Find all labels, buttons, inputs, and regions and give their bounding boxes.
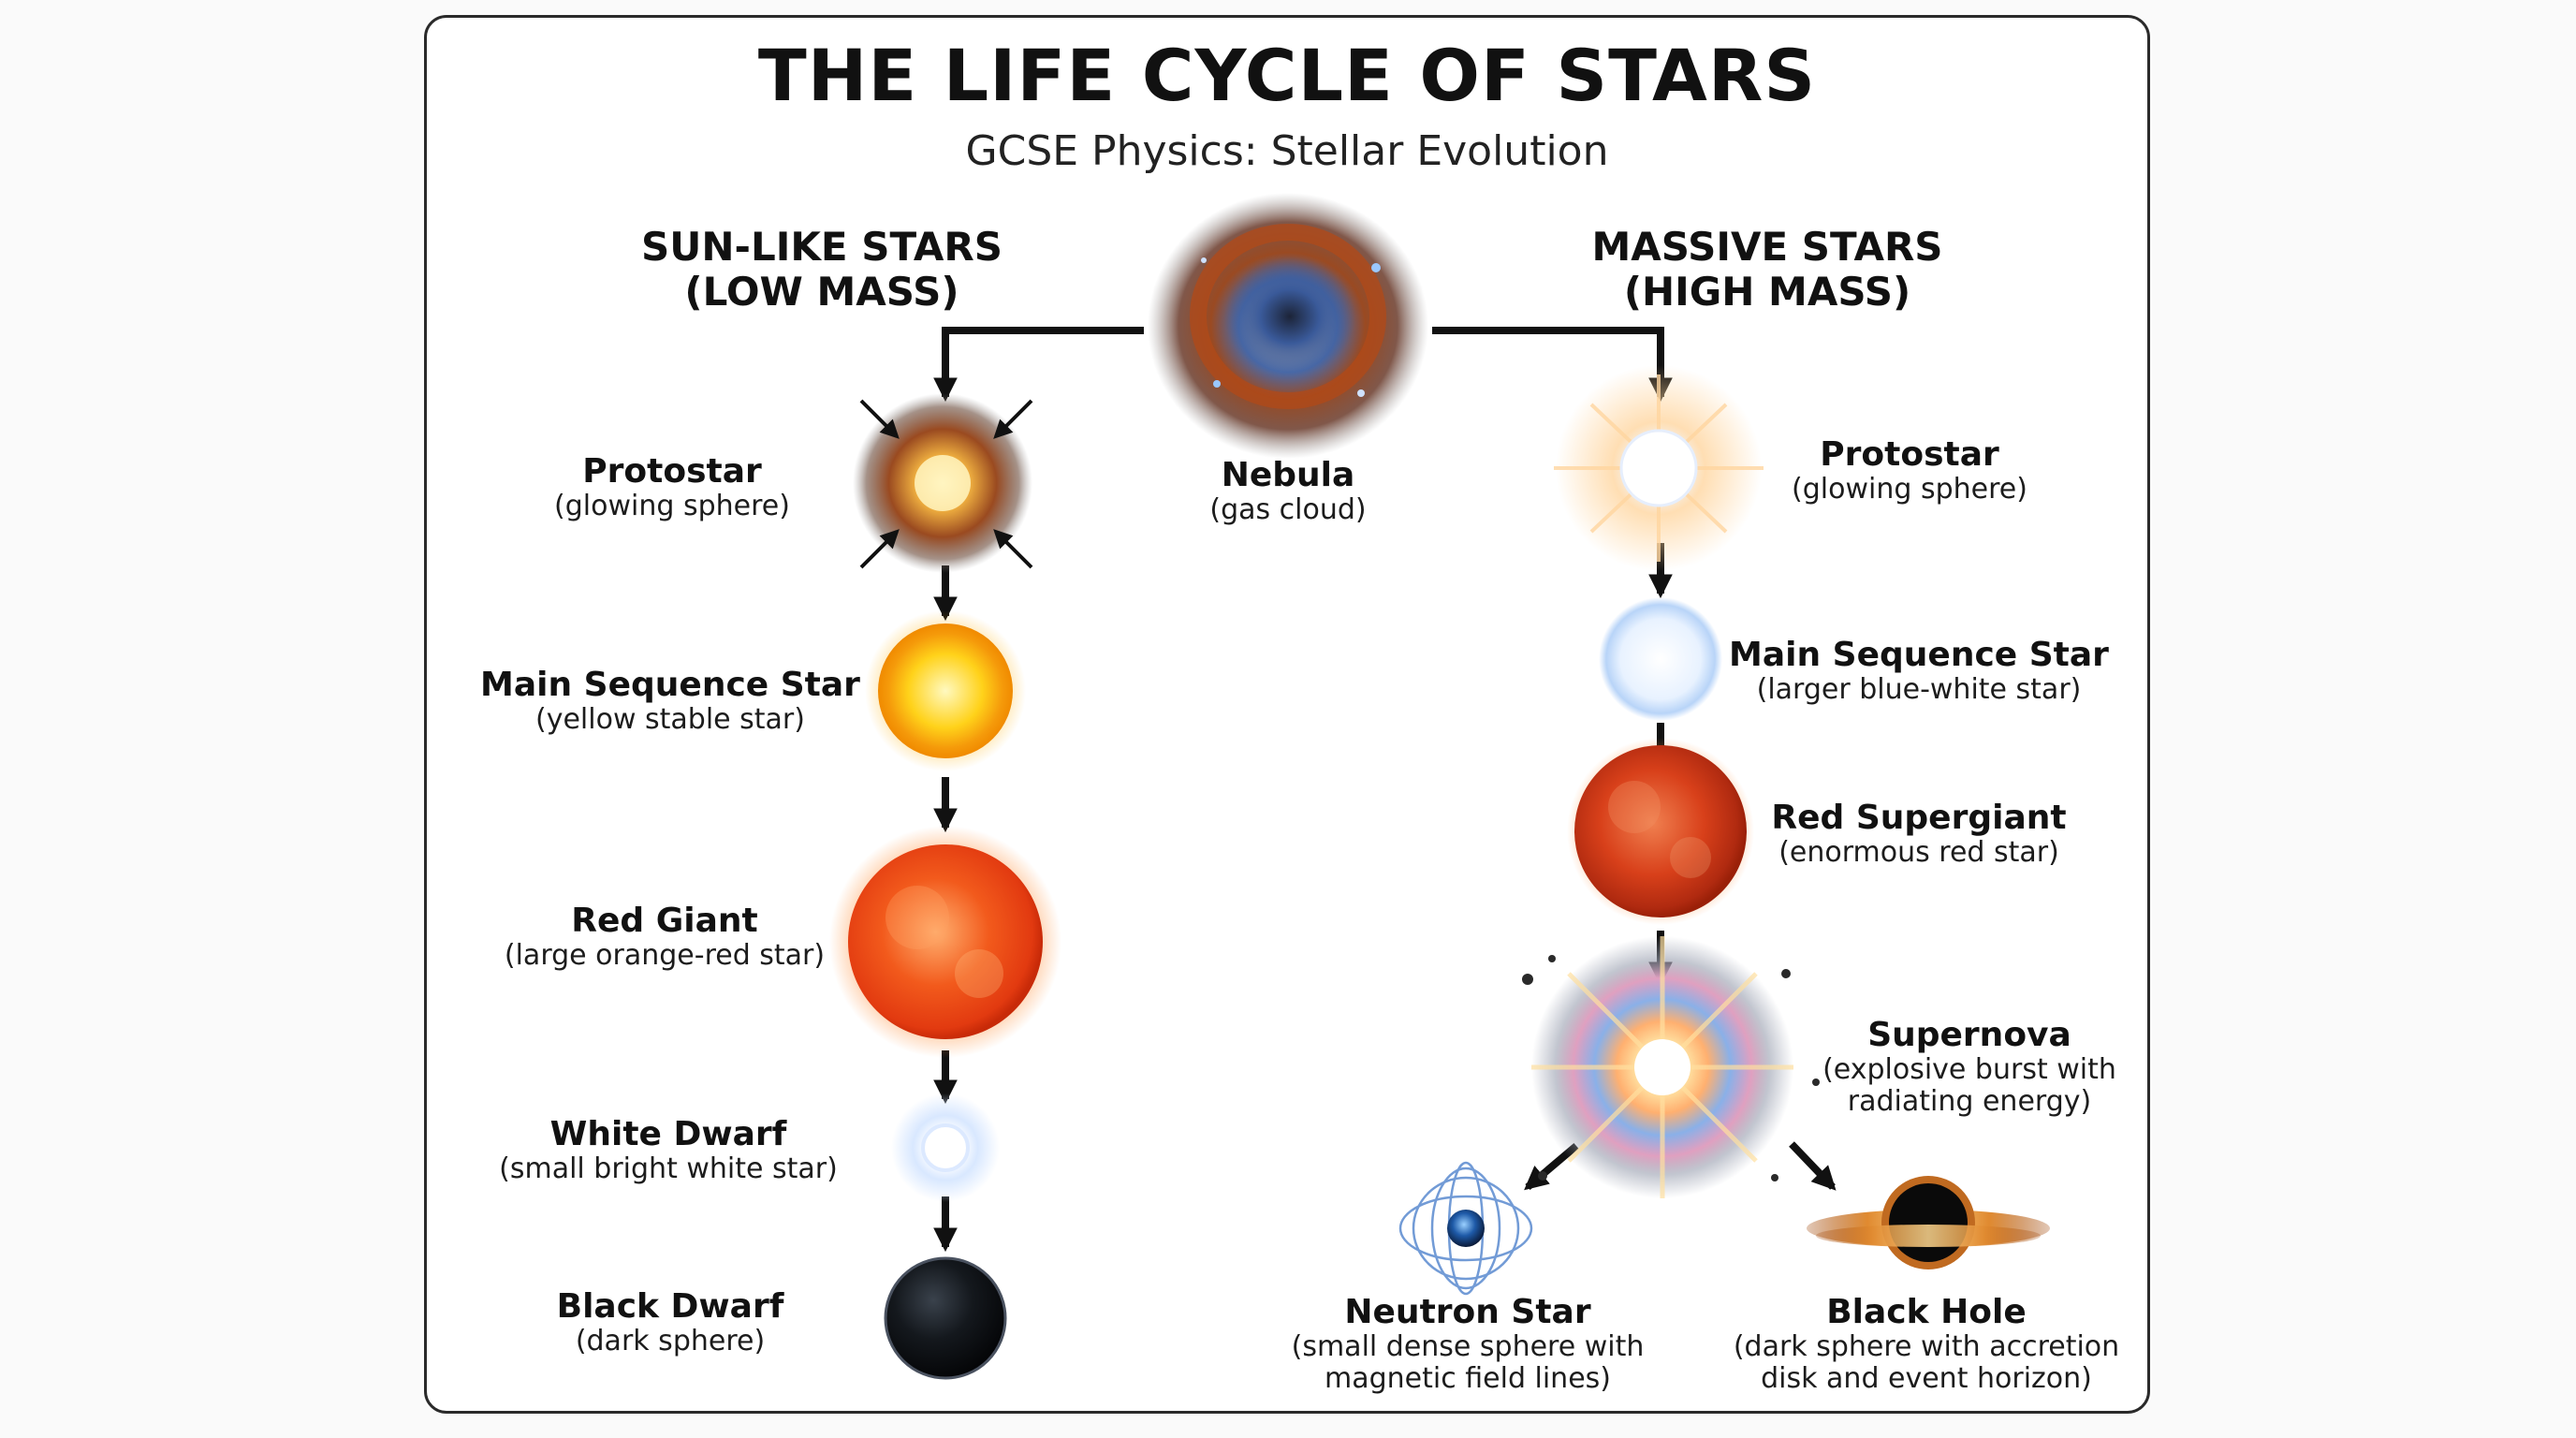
stage-name: Protostar: [582, 452, 762, 491]
stage-label-red-supergiant: Red Supergiant (enormous red star): [1676, 800, 2162, 869]
stage-name: Supernova: [1867, 1016, 2071, 1054]
stage-name: Main Sequence Star: [1729, 636, 2109, 674]
stage-desc: (explosive burst with: [1822, 1053, 2116, 1086]
stage-desc: (small dense sphere with: [1291, 1330, 1645, 1363]
stage-desc: (large orange-red star): [504, 939, 826, 972]
white-dwarf-icon: [891, 1093, 1000, 1202]
protostar-icon: [853, 393, 1033, 573]
stage-desc: (enormous red star): [1778, 836, 2059, 869]
stage-name: White Dwarf: [549, 1115, 787, 1153]
stage-name: Red Giant: [571, 902, 758, 940]
black-hole-icon: [1807, 1176, 2050, 1269]
stage-desc-line2: disk and event horizon): [1761, 1362, 2092, 1395]
stage-label-black-hole: Black Hole (dark sphere with accretion d…: [1683, 1294, 2170, 1395]
stage-name: Nebula: [1221, 456, 1355, 494]
stage-label-high-main-sequence: Main Sequence Star (larger blue-white st…: [1676, 637, 2162, 706]
branch-heading-high-line1: MASSIVE STARS: [1591, 224, 1943, 270]
supernova-icon: [1522, 936, 1820, 1198]
branch-heading-low-mass: SUN-LIKE STARS (LOW MASS): [541, 225, 1103, 315]
stage-name: Black Dwarf: [556, 1287, 784, 1326]
stage-label-white-dwarf: White Dwarf (small bright white star): [425, 1116, 912, 1185]
stage-desc: (yellow stable star): [535, 703, 805, 736]
stage-desc: (gas cloud): [1209, 493, 1367, 526]
branch-heading-low-line2: (LOW MASS): [684, 269, 959, 315]
neutron-star-icon: [1398, 1161, 1533, 1296]
stage-desc: (glowing sphere): [1792, 473, 2027, 506]
stage-label-nebula: Nebula (gas cloud): [1045, 457, 1531, 526]
stage-desc: (larger blue-white star): [1756, 673, 2082, 706]
stage-label-low-protostar: Protostar (glowing sphere): [429, 453, 915, 522]
blue-white-main-sequence-star-icon: [1599, 597, 1722, 721]
stage-name: Red Supergiant: [1771, 799, 2067, 837]
red-giant-icon: [829, 826, 1061, 1058]
branch-heading-low-line1: SUN-LIKE STARS: [641, 224, 1003, 270]
page-title: THE LIFE CYCLE OF STARS: [757, 34, 1817, 117]
stage-desc: (glowing sphere): [554, 490, 790, 522]
stage-desc: (dark sphere with accretion: [1733, 1330, 2120, 1363]
black-dwarf-icon: [884, 1256, 1007, 1380]
stage-name: Black Hole: [1826, 1293, 2027, 1331]
branch-heading-high-mass: MASSIVE STARS (HIGH MASS): [1486, 225, 2048, 315]
yellow-main-sequence-star-icon: [865, 610, 1026, 771]
branch-connector-low: [933, 327, 1144, 403]
stage-label-low-main-sequence: Main Sequence Star (yellow stable star): [427, 667, 914, 736]
branch-heading-high-line2: (HIGH MASS): [1623, 269, 1911, 315]
stage-label-red-giant: Red Giant (large orange-red star): [421, 902, 908, 972]
stage-name: Protostar: [1820, 435, 1999, 474]
nebula-icon: [1148, 193, 1428, 459]
stage-label-supernova: Supernova (explosive burst with radiatin…: [1726, 1017, 2213, 1118]
stage-desc: (small bright white star): [499, 1152, 838, 1185]
red-supergiant-icon: [1567, 738, 1754, 925]
stage-desc: (dark sphere): [575, 1325, 766, 1357]
stage-label-neutron-star: Neutron Star (small dense sphere with ma…: [1224, 1294, 1711, 1395]
stage-desc-line2: radiating energy): [1847, 1085, 2092, 1118]
stage-label-black-dwarf: Black Dwarf (dark sphere): [427, 1288, 914, 1357]
stage-name: Neutron Star: [1344, 1293, 1591, 1331]
massive-protostar-icon: [1554, 365, 1764, 571]
page-subtitle: GCSE Physics: Stellar Evolution: [965, 127, 1609, 175]
stage-label-high-protostar: Protostar (glowing sphere): [1666, 436, 2153, 506]
stage-name: Main Sequence Star: [480, 666, 860, 704]
stage-desc-line2: magnetic field lines): [1325, 1362, 1611, 1395]
